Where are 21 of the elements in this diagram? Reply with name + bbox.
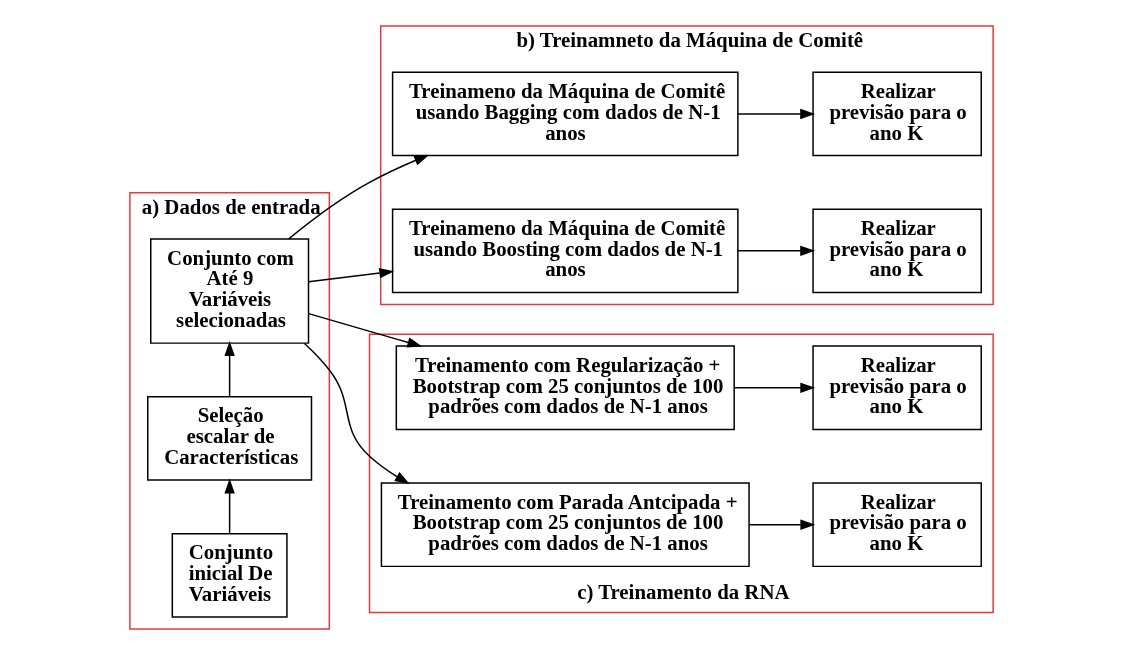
arrow bbox=[287, 154, 429, 240]
arrow bbox=[303, 342, 410, 484]
node-box: Realizar previsão para o ano K bbox=[811, 71, 982, 157]
node-box: Realizar previsão para o ano K bbox=[811, 208, 982, 294]
arrow bbox=[736, 245, 815, 257]
node-box: Realizar previsão para o ano K bbox=[811, 482, 982, 568]
node-box: Treinamento com Parada Antcipada + Bootstrap com 25 conjuntos de 100 padrões com dados de N-1 anos bbox=[380, 482, 750, 568]
arrow bbox=[733, 382, 815, 393]
arrow bbox=[748, 519, 815, 530]
node-box: Treinamento com Regularização + Bootstrap com 25 conjuntos de 100 padrões com dados de N-1 anos bbox=[395, 345, 735, 431]
node-box: Seleção escalar de Características bbox=[146, 395, 312, 481]
arrow bbox=[307, 267, 394, 283]
arrow bbox=[307, 312, 422, 348]
arrow bbox=[223, 478, 235, 535]
node-box: Conjunto inicial De Variáveis bbox=[171, 532, 288, 618]
node-box: Treinameno da Máquina de Comitê usando Bagging com dados de N-1 anos bbox=[391, 71, 739, 157]
arrow bbox=[223, 341, 235, 398]
arrow bbox=[736, 108, 815, 120]
node-box: Conjunto com Até 9 Variáveis selecionadas bbox=[149, 238, 309, 344]
node-box: Realizar previsão para o ano K bbox=[811, 345, 982, 431]
node-box: Treinameno da Máquina de Comitê usando Boosting com dados de N-1 anos bbox=[391, 208, 739, 294]
